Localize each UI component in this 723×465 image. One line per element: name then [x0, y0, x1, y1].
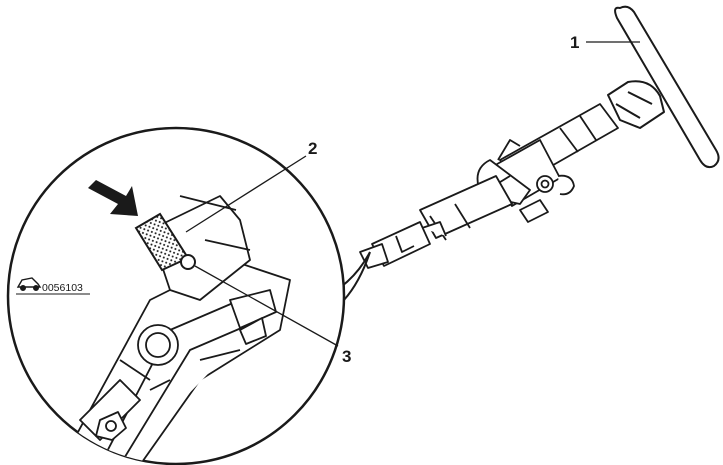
- leader-lines: [185, 41, 640, 347]
- lock-pin: [180, 254, 196, 270]
- reference-label: 0056103: [16, 277, 90, 295]
- arrow-icon: [88, 180, 138, 216]
- callout-2: 2: [308, 139, 317, 158]
- steering-column: [359, 103, 619, 269]
- callout-3: 3: [342, 347, 351, 366]
- callout-1: 1: [570, 33, 579, 52]
- steering-wheel: [607, 5, 720, 169]
- detail-view: [59, 195, 291, 464]
- reference-code: 0056103: [42, 282, 83, 294]
- car-icon: [16, 277, 42, 292]
